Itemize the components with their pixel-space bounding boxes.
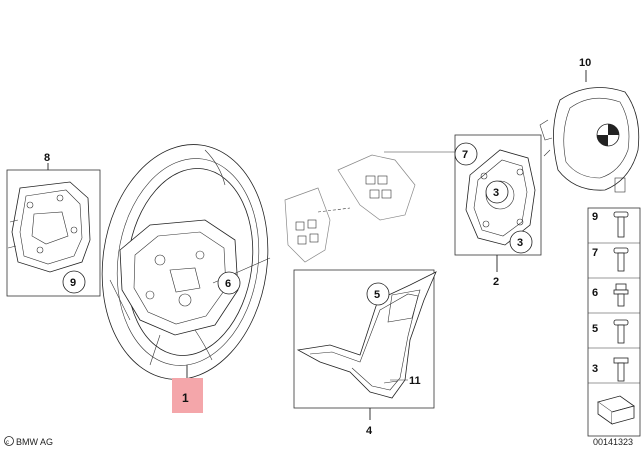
callout-5[interactable]: 5 [374,289,380,301]
part-2-box [454,134,542,256]
part-8-drawing [7,181,91,273]
callout-10[interactable]: 10 [579,57,591,69]
callout-1[interactable]: 1 [182,391,189,405]
steering-wheel-drawing [101,144,269,380]
bolt-icon [613,357,629,382]
callout-7-circle [454,142,478,166]
callout-9-circle [62,270,86,294]
fastener-label-3[interactable]: 3 [592,363,598,375]
part-8-box [6,169,101,297]
callout-3b-circle [509,230,533,254]
screw-icon [613,247,629,272]
svg-text:c: c [6,440,9,446]
fastener-label-6[interactable]: 6 [592,287,598,299]
callout-6[interactable]: 6 [225,278,231,290]
fastener-column[interactable]: 9 7 6 5 3 [587,207,641,437]
fastener-box [587,207,641,437]
callout-2[interactable]: 2 [493,276,499,288]
bolt-icon [613,283,629,307]
callout-11[interactable]: 11 [409,375,421,387]
screw-icon [613,211,629,238]
callout-4[interactable]: 4 [366,425,373,437]
part-4-box [293,269,435,409]
part-4-drawing [296,271,437,399]
callout-3-top[interactable]: 3 [493,187,499,199]
fastener-label-9[interactable]: 9 [592,211,598,223]
callout-3a-circle [485,180,509,204]
fastener-label-5[interactable]: 5 [592,323,598,335]
multifunction-switches-drawing [284,151,455,263]
callout-3-bottom[interactable]: 3 [517,237,523,249]
airbag-group[interactable]: 10 [539,57,640,193]
fastener-label-7[interactable]: 7 [592,247,598,259]
screw-icon [613,319,629,344]
airbag-drawing [539,87,640,193]
callout-7[interactable]: 7 [462,149,468,161]
footer-code: 00141323 [593,437,633,447]
part-4-group[interactable]: 4 11 5 [293,269,437,437]
callout-5-circle [366,282,390,306]
footer-brand: BMW AG [16,437,53,447]
callout-8[interactable]: 8 [44,152,50,164]
arrow-icon [597,395,635,425]
copyright-icon [4,436,14,446]
callout-9-left[interactable]: 9 [70,277,76,289]
part-2-group[interactable]: 2 7 3 3 [454,134,542,288]
part-8-group[interactable]: 8 9 [6,152,101,297]
callout-1-highlight [172,378,203,413]
callout-6-circle [217,271,241,295]
